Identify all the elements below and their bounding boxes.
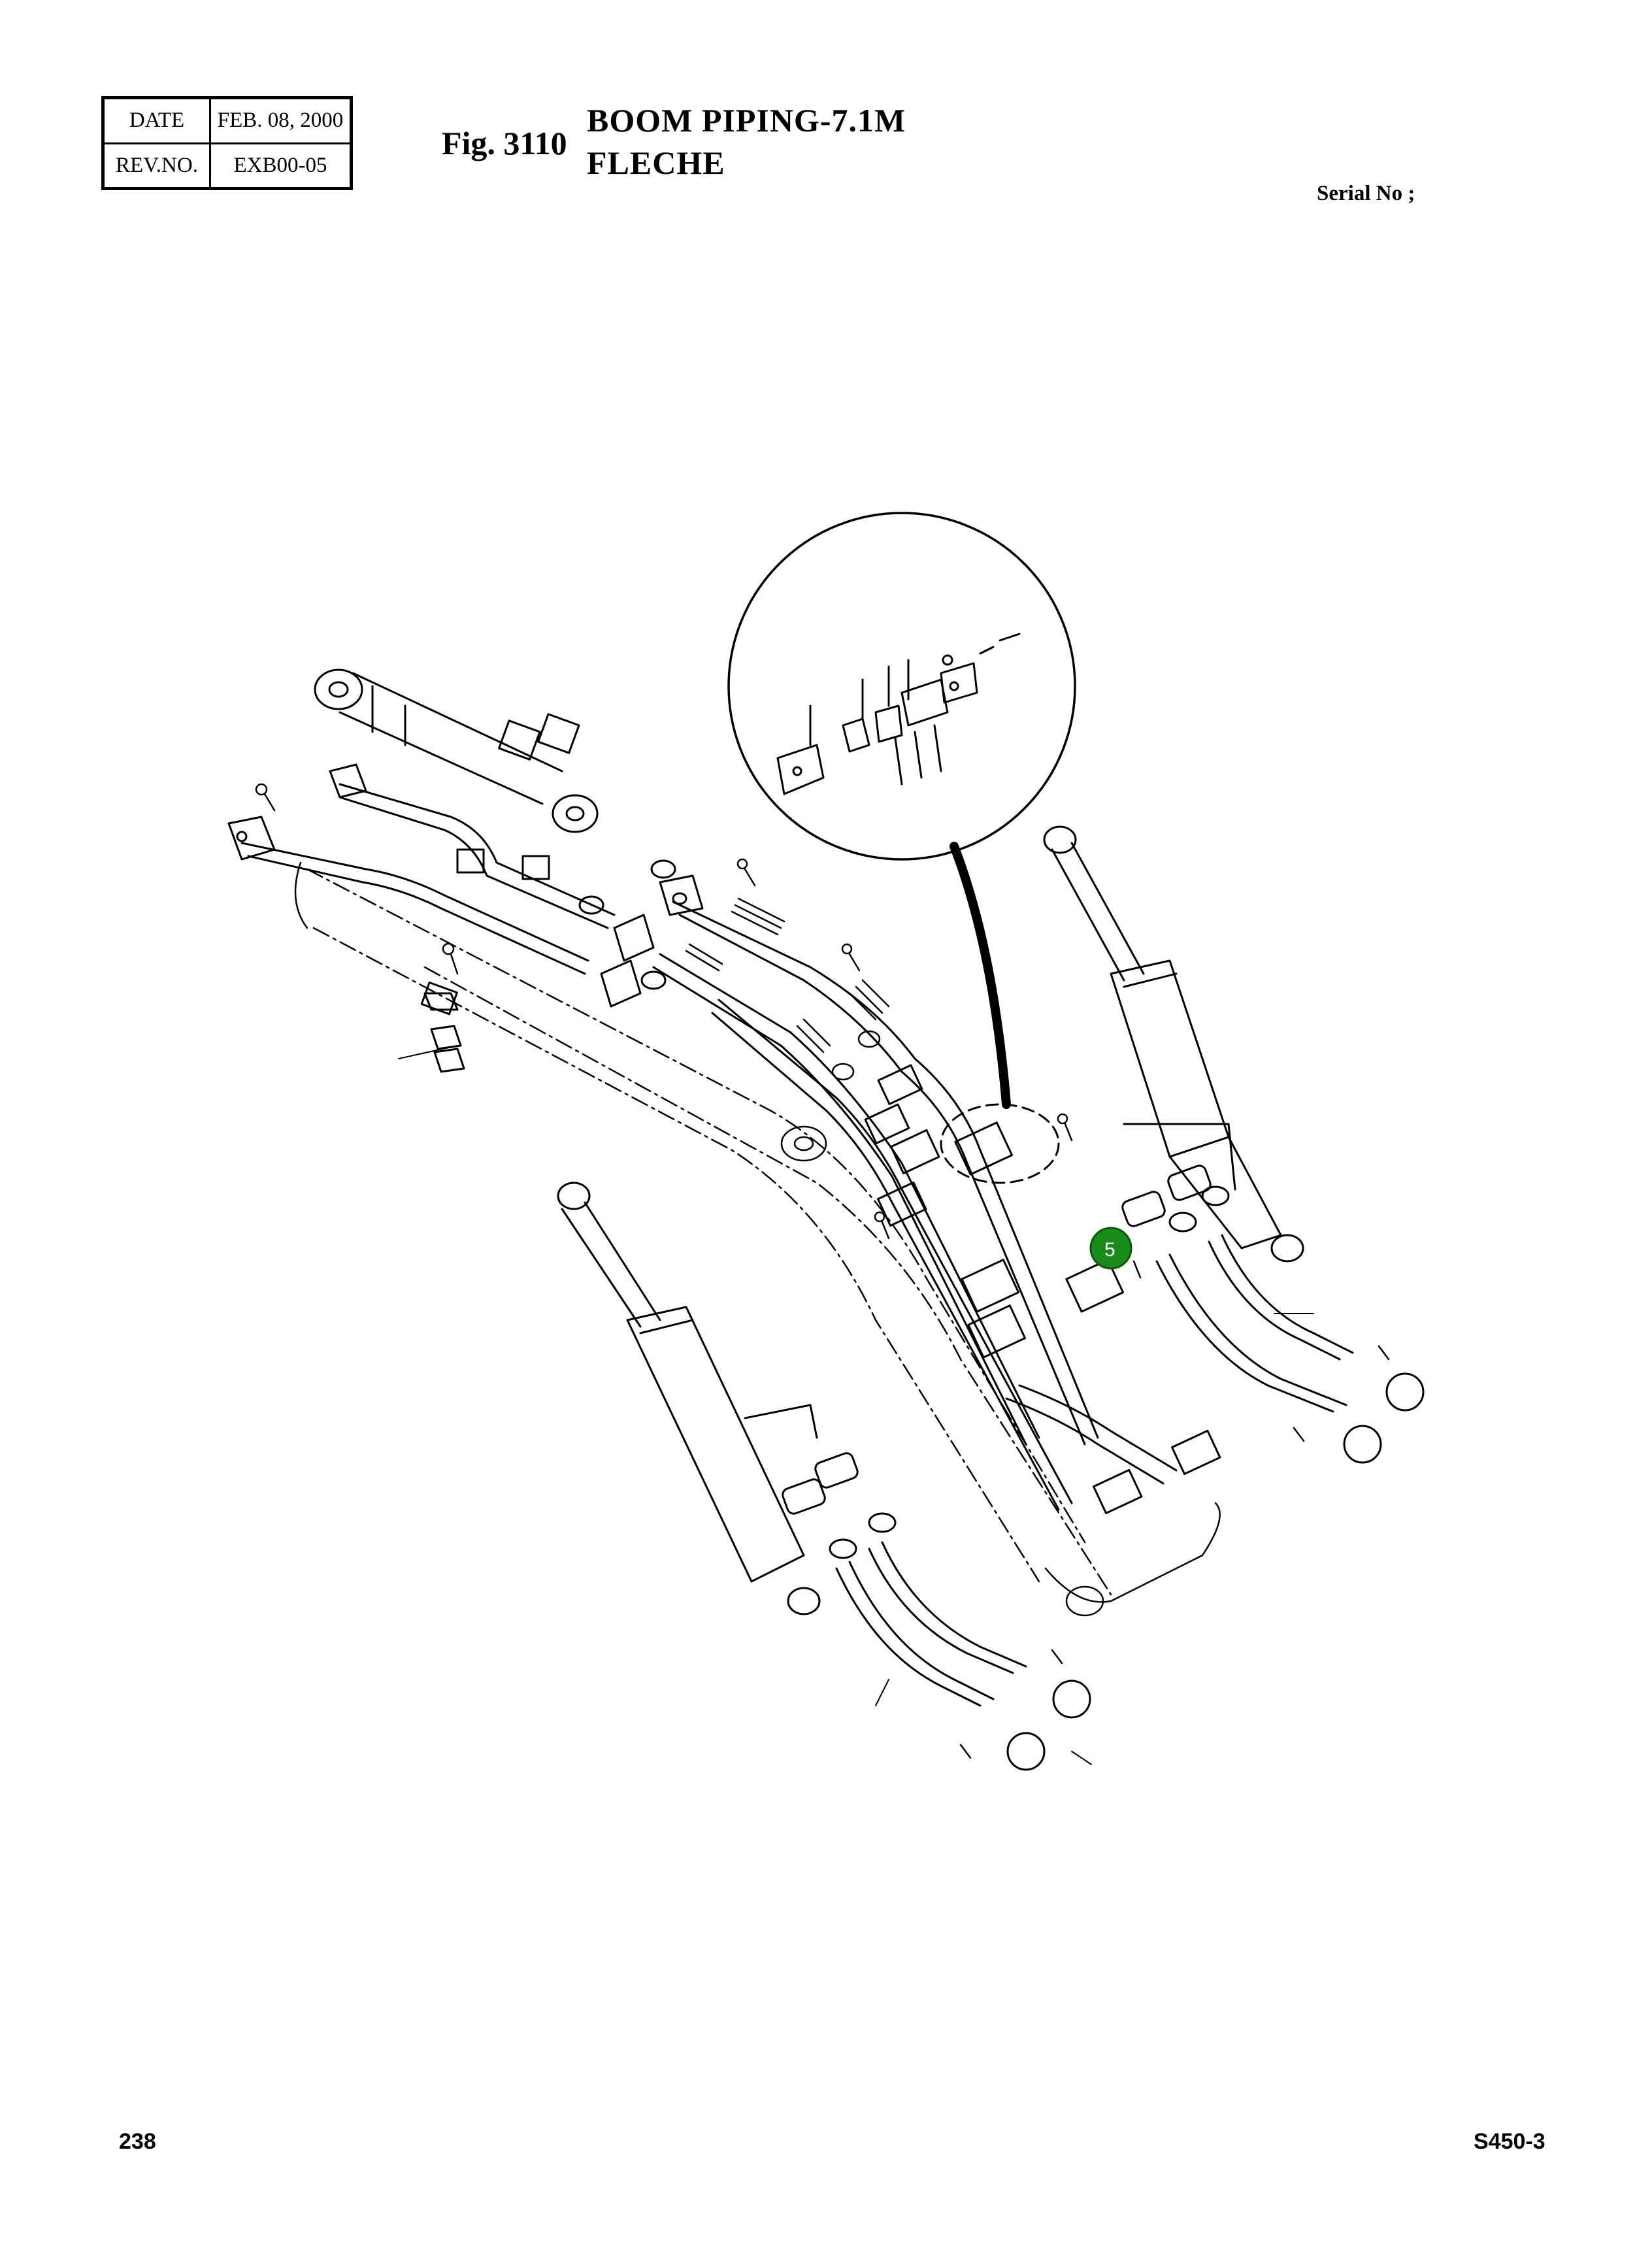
rev-label: REV.NO. xyxy=(102,142,211,190)
boom-body xyxy=(294,861,1221,1617)
right-hose-assembly xyxy=(1121,1165,1425,1464)
flange-fittings-upper xyxy=(227,763,704,1008)
detail-marker xyxy=(940,1103,1060,1184)
hose-protectors xyxy=(685,897,890,1081)
pipe-clamps xyxy=(420,848,1221,1515)
figure-subtitle: FLECHE xyxy=(587,144,725,181)
date-value: FEB. 08, 2000 xyxy=(209,97,352,144)
figure-number: Fig. 3110 xyxy=(442,125,567,161)
callout-number: 5 xyxy=(1104,1239,1115,1261)
leader-lines xyxy=(398,1045,1314,1765)
arm-cylinder-right xyxy=(1043,825,1304,1263)
rev-value: EXB00-05 xyxy=(209,142,352,190)
clip-parts xyxy=(423,992,465,1073)
left-hose-assembly xyxy=(782,1452,1091,1771)
date-label: DATE xyxy=(102,97,211,144)
arm-cylinder-left xyxy=(557,1182,821,1615)
bolts xyxy=(255,783,1390,1759)
pipe-lines xyxy=(240,783,1178,1511)
model-number: S450-3 xyxy=(1474,2129,1545,2154)
page-number: 238 xyxy=(119,2129,156,2154)
serial-number-label: Serial No ; xyxy=(1317,182,1415,205)
detail-view xyxy=(727,512,1076,861)
boom-cylinder-upper xyxy=(314,669,599,833)
boom-outline xyxy=(306,868,1112,1596)
revision-row-rev: REV.NO. EXB00-05 xyxy=(102,142,352,190)
revision-row-date: DATE FEB. 08, 2000 xyxy=(102,97,352,144)
figure-title: BOOM PIPING-7.1M xyxy=(587,102,906,139)
revision-table: DATE FEB. 08, 2000 REV.NO. EXB00-05 xyxy=(101,96,353,190)
callout-marker[interactable] xyxy=(1089,1227,1132,1270)
detail-leader xyxy=(950,842,1011,1109)
